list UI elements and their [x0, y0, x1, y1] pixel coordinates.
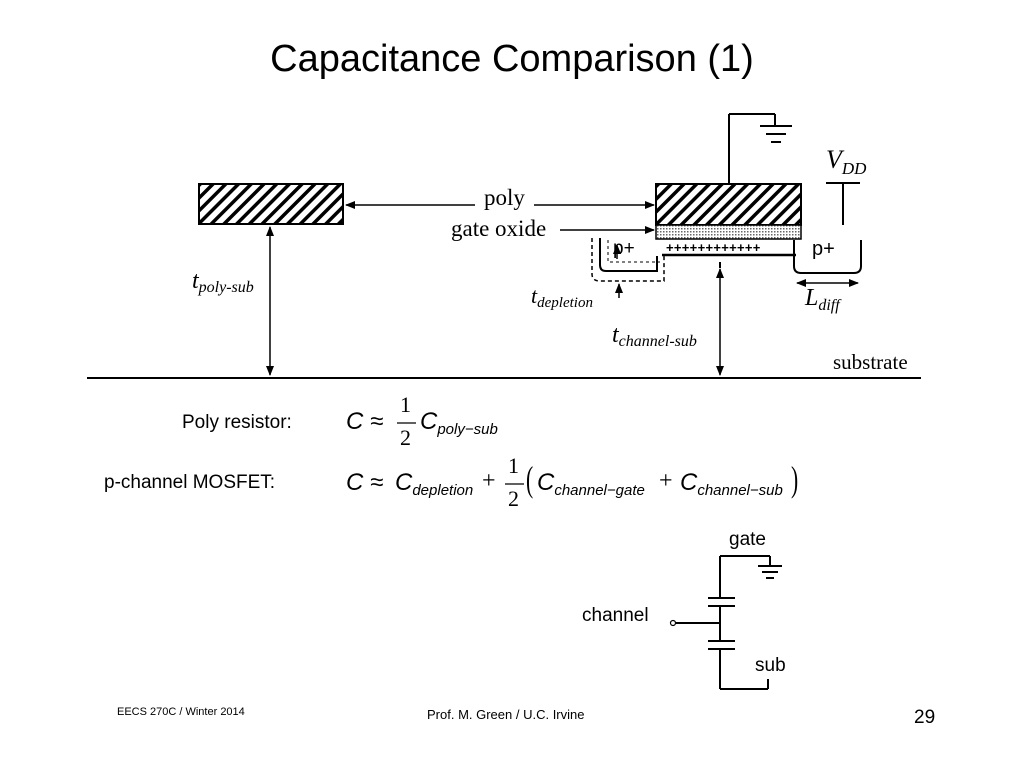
poly-eq-term: Cpoly−sub	[420, 408, 498, 438]
poly-resistor-label: Poly resistor:	[182, 412, 292, 433]
capacitor-circuit	[676, 555, 782, 690]
gate-oxide-layer	[655, 224, 802, 240]
depletion-region	[591, 238, 665, 282]
right-pplus-well	[793, 240, 862, 274]
mosfet-gate-poly	[655, 183, 802, 226]
pmos-eq-lhs: C ≈	[346, 469, 384, 496]
substrate-label: substrate	[833, 350, 908, 374]
pmos-frac-num: 1	[508, 453, 519, 478]
pmos-eq-term3: Cchannel−sub	[680, 469, 783, 499]
poly-eq-lhs: C ≈	[346, 408, 384, 435]
poly-frac-den: 2	[400, 425, 411, 450]
p-plus-left-label: p+	[613, 238, 635, 259]
ground-icon	[728, 113, 792, 184]
circuit-channel-label: channel	[582, 605, 649, 626]
footer-author: Prof. M. Green / U.C. Irvine	[427, 707, 585, 722]
pmos-paren-close: )	[791, 459, 799, 499]
pmos-plus-2: +	[659, 468, 673, 494]
pmos-eq-term2: Cchannel−gate	[537, 469, 645, 499]
vdd-label: VDD	[826, 145, 867, 178]
t-poly-sub-label: tpoly-sub	[192, 268, 254, 296]
depletion-inner	[607, 240, 660, 263]
gate-oxide-label: gate oxide	[451, 216, 547, 241]
left-pplus-well	[599, 238, 658, 272]
channel-node	[669, 619, 677, 627]
pmos-frac-den: 2	[508, 486, 519, 511]
pmos-paren-open: (	[526, 459, 534, 499]
pmos-eq-term1: Cdepletion	[395, 469, 474, 499]
page-number: 29	[914, 707, 936, 728]
channel-charges: ++++++++++++	[666, 240, 761, 255]
poly-label: poly	[484, 185, 525, 210]
poly-frac-num: 1	[400, 392, 411, 417]
pmos-label: p-channel MOSFET:	[104, 472, 276, 493]
pmos-plus-1: +	[482, 468, 496, 494]
circuit-gate-label: gate	[729, 529, 766, 550]
p-plus-right-label: p+	[812, 238, 835, 260]
t-channel-sub-label: tchannel-sub	[612, 322, 697, 350]
footer-course: EECS 270C / Winter 2014	[117, 706, 245, 718]
slide-title: Capacitance Comparison (1)	[270, 38, 754, 80]
poly-resistor-block	[198, 183, 344, 225]
circuit-sub-label: sub	[755, 655, 786, 676]
l-diff-label: Ldiff	[805, 285, 840, 314]
t-depletion-label: tdepletion	[531, 283, 593, 311]
